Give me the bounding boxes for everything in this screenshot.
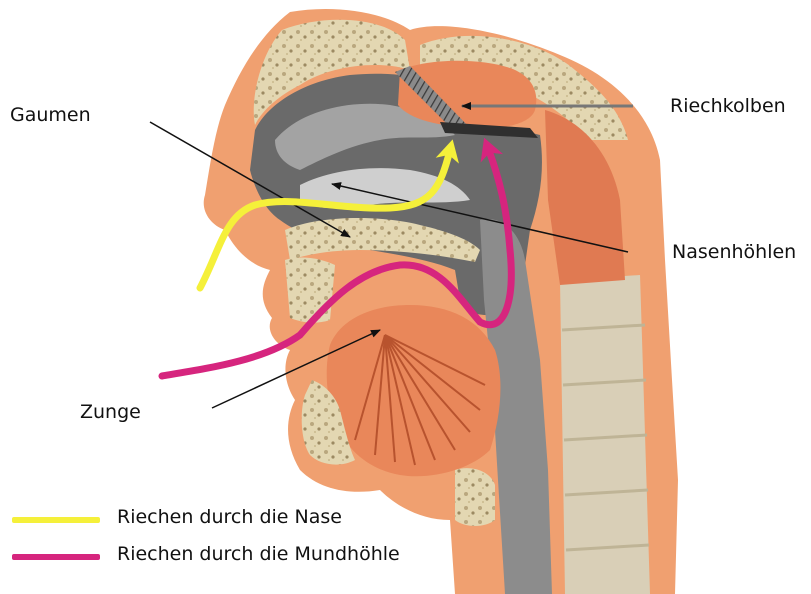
label-zunge: Zunge	[80, 401, 141, 423]
legend-label-nose: Riechen durch die Nase	[117, 506, 342, 528]
label-gaumen: Gaumen	[10, 104, 91, 126]
label-nasenhoehlen: Nasenhöhlen	[672, 241, 796, 263]
upper-jaw	[285, 258, 335, 323]
legend-label-mouth: Riechen durch die Mundhöhle	[117, 543, 400, 565]
label-riechkolben: Riechkolben	[670, 95, 786, 117]
hyoid-bone	[455, 468, 495, 526]
legend-swatch-nose	[12, 517, 100, 523]
legend-swatch-mouth	[12, 554, 100, 560]
